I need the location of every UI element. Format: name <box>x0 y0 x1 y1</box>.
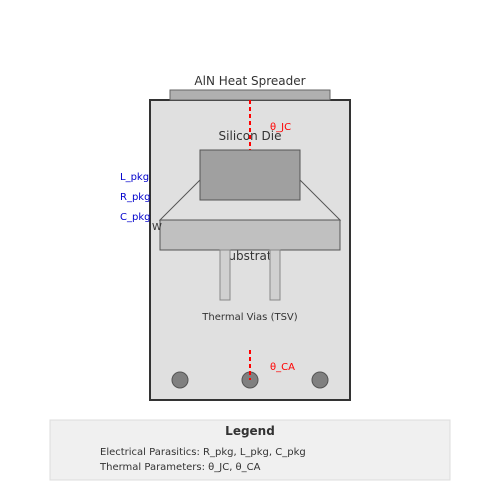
legend-box <box>49 419 451 481</box>
theta-ca-label: θ_CA <box>270 362 295 373</box>
r-pkg-label: R_pkg <box>120 192 150 203</box>
theta-jc-label: θ_JC <box>270 122 291 133</box>
substrate <box>159 219 341 251</box>
wire-bond-label: W <box>152 222 162 233</box>
c-pkg-label: C_pkg <box>120 212 150 223</box>
solder-ball <box>171 371 189 389</box>
heat-spreader <box>169 89 331 101</box>
thermal-via <box>219 249 231 301</box>
legend-thermal: Thermal Parameters: θ_JC, θ_CA <box>99 462 261 473</box>
l-pkg-label: L_pkg <box>120 172 149 183</box>
heat-spreader-label: AlN Heat Spreader <box>194 74 305 88</box>
legend-electrical: Electrical Parasitics: R_pkg, L_pkg, C_p… <box>100 447 306 458</box>
substrate-label: ubstrat <box>228 249 271 263</box>
silicon-die <box>199 149 301 201</box>
thermal-via <box>269 249 281 301</box>
thermal-vias-label: Thermal Vias (TSV) <box>201 312 297 323</box>
solder-ball <box>311 371 329 389</box>
legend: Legend Electrical Parasitics: R_pkg, L_p… <box>49 419 451 481</box>
legend-title: Legend <box>225 424 275 438</box>
